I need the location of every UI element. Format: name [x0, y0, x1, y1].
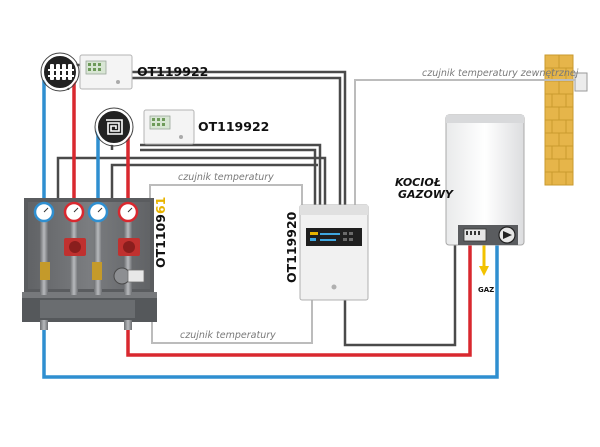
radiator-icon [40, 52, 80, 92]
external-wall [544, 54, 574, 186]
svg-text:OT110961: OT110961 [153, 197, 168, 268]
room-thermostat-1 [79, 54, 133, 90]
external-sensor-label: czujnik temperatury zewnętrznej [422, 68, 579, 79]
control-cables [56, 63, 457, 347]
room-thermostat-2 [143, 109, 195, 145]
pump-module-prefix: OT1109 [153, 214, 168, 268]
pipes [42, 80, 499, 379]
thermostat-2-label: OT119922 [198, 119, 269, 134]
pump-station [22, 198, 157, 330]
thermostat-1-label: OT119922 [137, 64, 208, 79]
top-sensor-label: czujnik temperatury [178, 172, 274, 183]
boiler-label-line2: GAZOWY [398, 188, 454, 201]
gas-pipe [479, 245, 489, 276]
boiler-label-line1: KOCIOŁ [395, 176, 441, 189]
pump-module-suffix: 61 [153, 197, 168, 214]
controller-unit [299, 204, 369, 301]
gas-label: GAZ [478, 286, 494, 294]
outdoor-sensor [574, 72, 588, 92]
bottom-sensor-label: czujnik temperatury [180, 330, 276, 341]
floor-heating-icon [94, 107, 134, 147]
controller-label: OT119920 [284, 211, 299, 283]
pump-module-label: OT110961 [153, 197, 168, 268]
gas-boiler [445, 114, 525, 246]
